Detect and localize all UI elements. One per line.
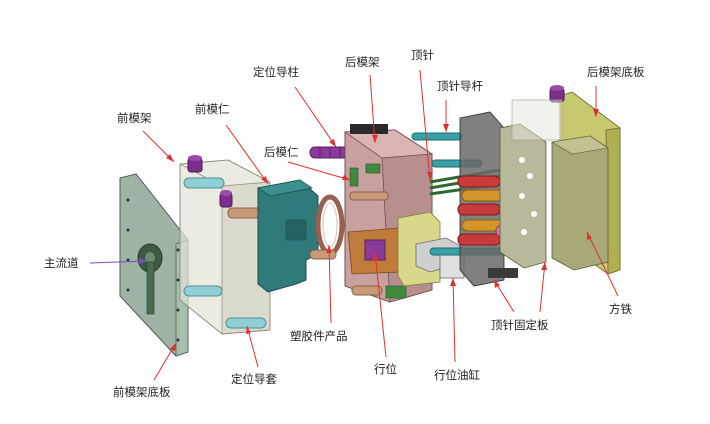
label-spacer-block: 方铁 [609,302,632,316]
front-core-shape [256,179,319,293]
label-slider: 行位 [374,362,397,376]
guide-pillar-shape [309,146,351,159]
label-front-frame: 前模架 [117,111,152,125]
spacer-block-shape [551,135,609,271]
label-rear-core: 后模仁 [264,145,299,159]
label-ejector-guide: 顶针导杆 [437,79,483,93]
label-sprue: 主流道 [44,256,79,270]
leader-lines [89,69,619,381]
label-slider-cylinder: 行位油缸 [434,368,480,382]
label-plastic-part: 塑胶件产品 [290,329,348,343]
label-rear-frame: 后模架 [345,55,380,69]
front-frame-shape [179,155,271,335]
label-guide-bushing: 定位导套 [231,372,277,386]
label-ejector-retainer: 顶针固定板 [491,318,549,332]
label-ejector-pin: 顶针 [411,48,434,62]
label-guide-pillar: 定位导柱 [253,65,299,79]
label-front-base-plate: 前模架底板 [113,385,171,399]
support-plate-shape [499,123,547,269]
label-rear-base-plate: 后模架底板 [587,65,645,79]
label-front-core: 前模仁 [195,102,230,116]
front-base-plate-shape [119,173,189,357]
